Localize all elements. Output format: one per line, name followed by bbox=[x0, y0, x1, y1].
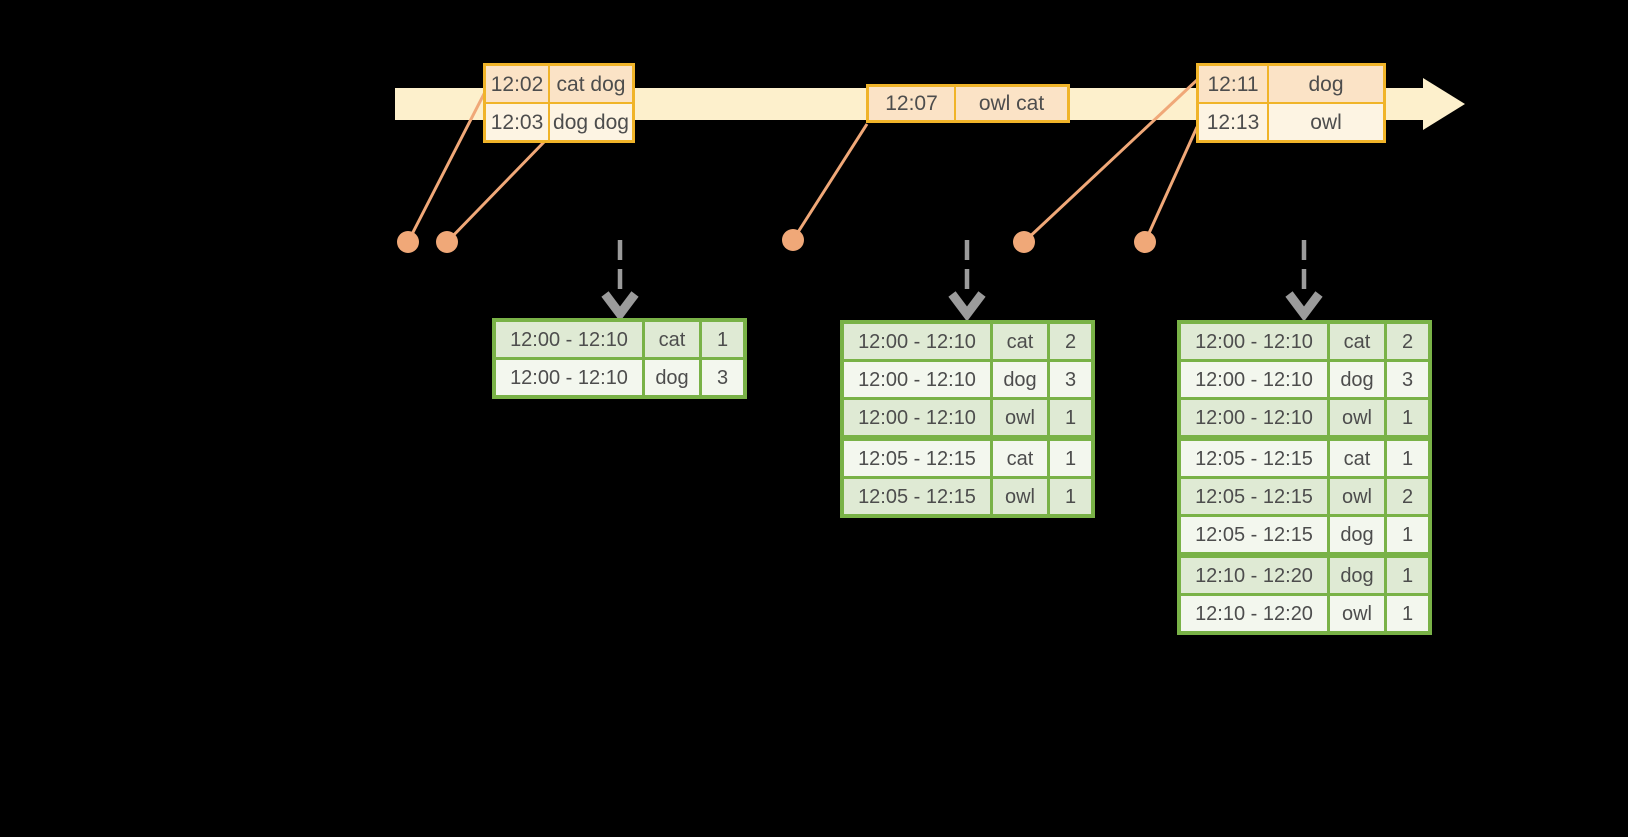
connector-line bbox=[1143, 126, 1199, 243]
result-count: 1 bbox=[1050, 441, 1091, 476]
result-count: 3 bbox=[1387, 362, 1428, 397]
result-row: 12:05 - 12:15 owl 1 bbox=[844, 479, 1091, 514]
result-word: cat bbox=[1330, 441, 1384, 476]
result-window: 12:10 - 12:20 bbox=[1181, 558, 1327, 593]
result-window: 12:00 - 12:10 bbox=[844, 324, 990, 359]
event-time: 12:03 bbox=[486, 104, 548, 140]
connector-line bbox=[445, 139, 547, 244]
result-row: 12:00 - 12:10 dog 3 bbox=[1181, 362, 1428, 397]
result-row: 12:05 - 12:15 owl 2 bbox=[1181, 479, 1428, 514]
result-row: 12:00 - 12:10 cat 2 bbox=[1181, 324, 1428, 359]
result-count: 1 bbox=[1387, 596, 1428, 631]
result-window: 12:00 - 12:10 bbox=[1181, 362, 1327, 397]
result-table-3: 12:00 - 12:10 cat 2 12:00 - 12:10 dog 3 … bbox=[1177, 320, 1432, 635]
result-window: 12:00 - 12:10 bbox=[1181, 400, 1327, 435]
event-words: owl cat bbox=[956, 87, 1067, 120]
result-row: 12:10 - 12:20 dog 1 bbox=[1181, 558, 1428, 593]
event-table-2: 12:07 owl cat bbox=[866, 84, 1070, 123]
result-count: 1 bbox=[1387, 558, 1428, 593]
event-row: 12:11 dog bbox=[1199, 66, 1383, 102]
trigger-arrowhead-icon bbox=[948, 291, 986, 322]
connector-line bbox=[406, 89, 488, 243]
event-dot-icon bbox=[397, 231, 419, 253]
result-word: dog bbox=[1330, 558, 1384, 593]
result-word: owl bbox=[993, 400, 1047, 435]
event-table-3: 12:11 dog 12:13 owl bbox=[1196, 63, 1386, 143]
result-word: owl bbox=[1330, 479, 1384, 514]
event-dots bbox=[397, 229, 1156, 253]
result-count: 2 bbox=[1387, 479, 1428, 514]
result-table-1: 12:00 - 12:10 cat 1 12:00 - 12:10 dog 3 bbox=[492, 318, 747, 399]
result-row: 12:00 - 12:10 cat 1 bbox=[496, 322, 743, 357]
result-word: dog bbox=[1330, 362, 1384, 397]
result-word: cat bbox=[993, 324, 1047, 359]
result-window: 12:00 - 12:10 bbox=[844, 362, 990, 397]
event-row: 12:13 owl bbox=[1199, 104, 1383, 140]
result-word: owl bbox=[1330, 596, 1384, 631]
event-connector-lines bbox=[406, 78, 1199, 244]
result-count: 1 bbox=[1050, 400, 1091, 435]
trigger-arrowhead-icon bbox=[601, 291, 639, 322]
result-word: dog bbox=[645, 360, 699, 395]
event-row: 12:07 owl cat bbox=[869, 87, 1067, 120]
result-row: 12:05 - 12:15 cat 1 bbox=[1181, 441, 1428, 476]
result-window: 12:05 - 12:15 bbox=[1181, 517, 1327, 552]
result-count: 2 bbox=[1050, 324, 1091, 359]
result-row: 12:00 - 12:10 dog 3 bbox=[844, 362, 1091, 397]
connector-line bbox=[1022, 78, 1199, 244]
result-table-2: 12:00 - 12:10 cat 2 12:00 - 12:10 dog 3 … bbox=[840, 320, 1095, 518]
trigger-arrows bbox=[601, 240, 1323, 322]
event-time: 12:07 bbox=[869, 87, 954, 120]
result-word: cat bbox=[993, 441, 1047, 476]
result-row: 12:00 - 12:10 owl 1 bbox=[844, 400, 1091, 435]
event-table-1: 12:02 cat dog 12:03 dog dog bbox=[483, 63, 635, 143]
event-time: 12:02 bbox=[486, 66, 548, 102]
result-count: 1 bbox=[1387, 517, 1428, 552]
event-row: 12:02 cat dog bbox=[486, 66, 632, 102]
trigger-arrowhead-icon bbox=[1285, 291, 1323, 322]
result-word: owl bbox=[993, 479, 1047, 514]
result-row: 12:00 - 12:10 dog 3 bbox=[496, 360, 743, 395]
result-count: 1 bbox=[1387, 400, 1428, 435]
result-window: 12:05 - 12:15 bbox=[844, 479, 990, 514]
result-window: 12:00 - 12:10 bbox=[496, 322, 642, 357]
event-dot-icon bbox=[1013, 231, 1035, 253]
event-dot-icon bbox=[1134, 231, 1156, 253]
result-window: 12:05 - 12:15 bbox=[844, 441, 990, 476]
result-word: dog bbox=[1330, 517, 1384, 552]
result-word: cat bbox=[1330, 324, 1384, 359]
event-words: owl bbox=[1269, 104, 1383, 140]
result-window: 12:10 - 12:20 bbox=[1181, 596, 1327, 631]
result-window: 12:05 - 12:15 bbox=[1181, 479, 1327, 514]
result-word: owl bbox=[1330, 400, 1384, 435]
event-words: cat dog bbox=[550, 66, 632, 102]
result-count: 2 bbox=[1387, 324, 1428, 359]
event-words: dog dog bbox=[550, 104, 632, 140]
event-row: 12:03 dog dog bbox=[486, 104, 632, 140]
event-time: 12:11 bbox=[1199, 66, 1267, 102]
result-count: 1 bbox=[1387, 441, 1428, 476]
result-row: 12:10 - 12:20 owl 1 bbox=[1181, 596, 1428, 631]
event-time: 12:13 bbox=[1199, 104, 1267, 140]
event-dot-icon bbox=[782, 229, 804, 251]
result-count: 3 bbox=[702, 360, 743, 395]
result-word: dog bbox=[993, 362, 1047, 397]
result-window: 12:00 - 12:10 bbox=[844, 400, 990, 435]
result-window: 12:05 - 12:15 bbox=[1181, 441, 1327, 476]
timeline-arrowhead-icon bbox=[1423, 78, 1465, 130]
result-row: 12:05 - 12:15 dog 1 bbox=[1181, 517, 1428, 552]
result-count: 1 bbox=[702, 322, 743, 357]
result-row: 12:05 - 12:15 cat 1 bbox=[844, 441, 1091, 476]
connector-line bbox=[791, 123, 869, 241]
result-count: 1 bbox=[1050, 479, 1091, 514]
event-words: dog bbox=[1269, 66, 1383, 102]
result-window: 12:00 - 12:10 bbox=[496, 360, 642, 395]
result-count: 3 bbox=[1050, 362, 1091, 397]
result-word: cat bbox=[645, 322, 699, 357]
event-dot-icon bbox=[436, 231, 458, 253]
result-row: 12:00 - 12:10 cat 2 bbox=[844, 324, 1091, 359]
result-row: 12:00 - 12:10 owl 1 bbox=[1181, 400, 1428, 435]
result-window: 12:00 - 12:10 bbox=[1181, 324, 1327, 359]
